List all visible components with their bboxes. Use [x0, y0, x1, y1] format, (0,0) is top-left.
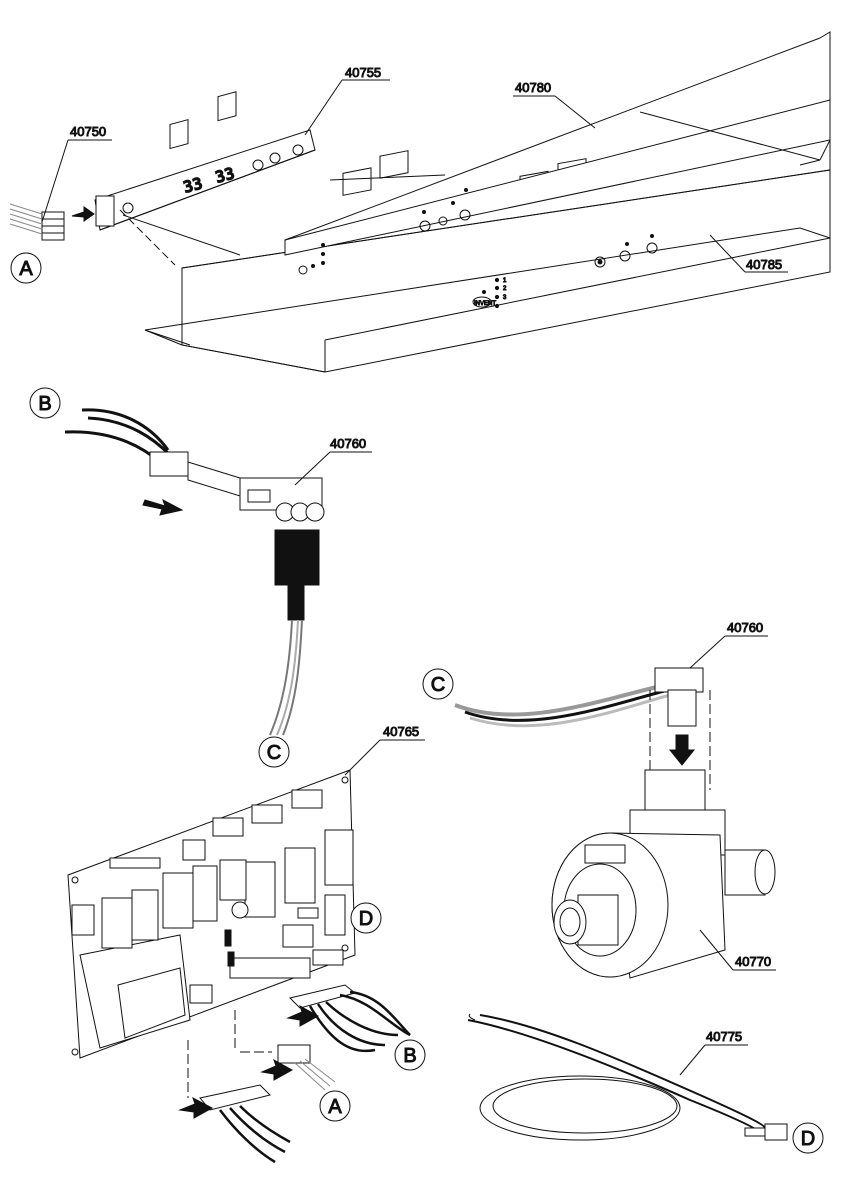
part-label-40755: 40755 [345, 65, 381, 80]
led-label-1: 1 [503, 278, 507, 284]
insert-arrow-icon [71, 206, 95, 222]
part-label-40770: 40770 [735, 954, 771, 969]
part-label-40785: 40785 [746, 257, 782, 272]
pull-arrow-icon [142, 498, 184, 516]
callout-b-top [29, 387, 61, 419]
callout-a-top-label: A [19, 258, 33, 280]
part-label-40780: 40780 [515, 80, 551, 95]
display-pcb-40755 [94, 91, 446, 256]
cable-harness-40760-left [64, 408, 325, 736]
main-control-board-40765 [67, 769, 356, 1059]
sensor-cable-40775 [467, 1013, 788, 1141]
callout-b-top-label: B [38, 393, 51, 415]
led-label-2: 2 [503, 286, 507, 292]
board-wiring [178, 984, 411, 1164]
part-label-40760-right: 40760 [727, 620, 763, 635]
control-panel-assembly: 1 2 3 INVENT [9, 31, 831, 373]
part-label-40775: 40775 [706, 1029, 742, 1044]
insert-arrow-icon [668, 734, 696, 766]
assembly-guide-line [119, 209, 176, 266]
led-label-3: 3 [503, 295, 507, 301]
callout-d-cable-label: D [801, 1128, 815, 1150]
callout-b-board [394, 1039, 426, 1071]
part-label-40760-left: 40760 [330, 436, 366, 451]
insert-arrow-icon [260, 1058, 294, 1081]
ribbon-connector-40750 [9, 195, 115, 241]
leader-40750 [41, 139, 69, 223]
rear-frame-40780 [284, 31, 831, 275]
brand-logo-text: INVENT [474, 301, 496, 307]
water-pump-sensor-40770 [454, 667, 776, 979]
callout-a-top [10, 252, 42, 284]
callout-d-board-label: D [359, 908, 373, 930]
callout-c-left-label: C [267, 742, 281, 764]
part-label-40750: 40750 [70, 124, 106, 139]
callout-c-right [422, 668, 454, 700]
insert-arrow-icon [286, 1004, 320, 1027]
callout-b-board-label: B [403, 1045, 416, 1067]
pull-arrow-icon [178, 1096, 214, 1119]
callout-a-board-label: A [328, 1096, 342, 1118]
callout-d-board [350, 902, 382, 934]
callout-c-left [258, 736, 290, 768]
part-label-40765: 40765 [383, 724, 419, 739]
callout-a-board [319, 1090, 351, 1122]
callout-d-cable [792, 1122, 824, 1154]
callout-c-right-label: C [431, 674, 445, 696]
